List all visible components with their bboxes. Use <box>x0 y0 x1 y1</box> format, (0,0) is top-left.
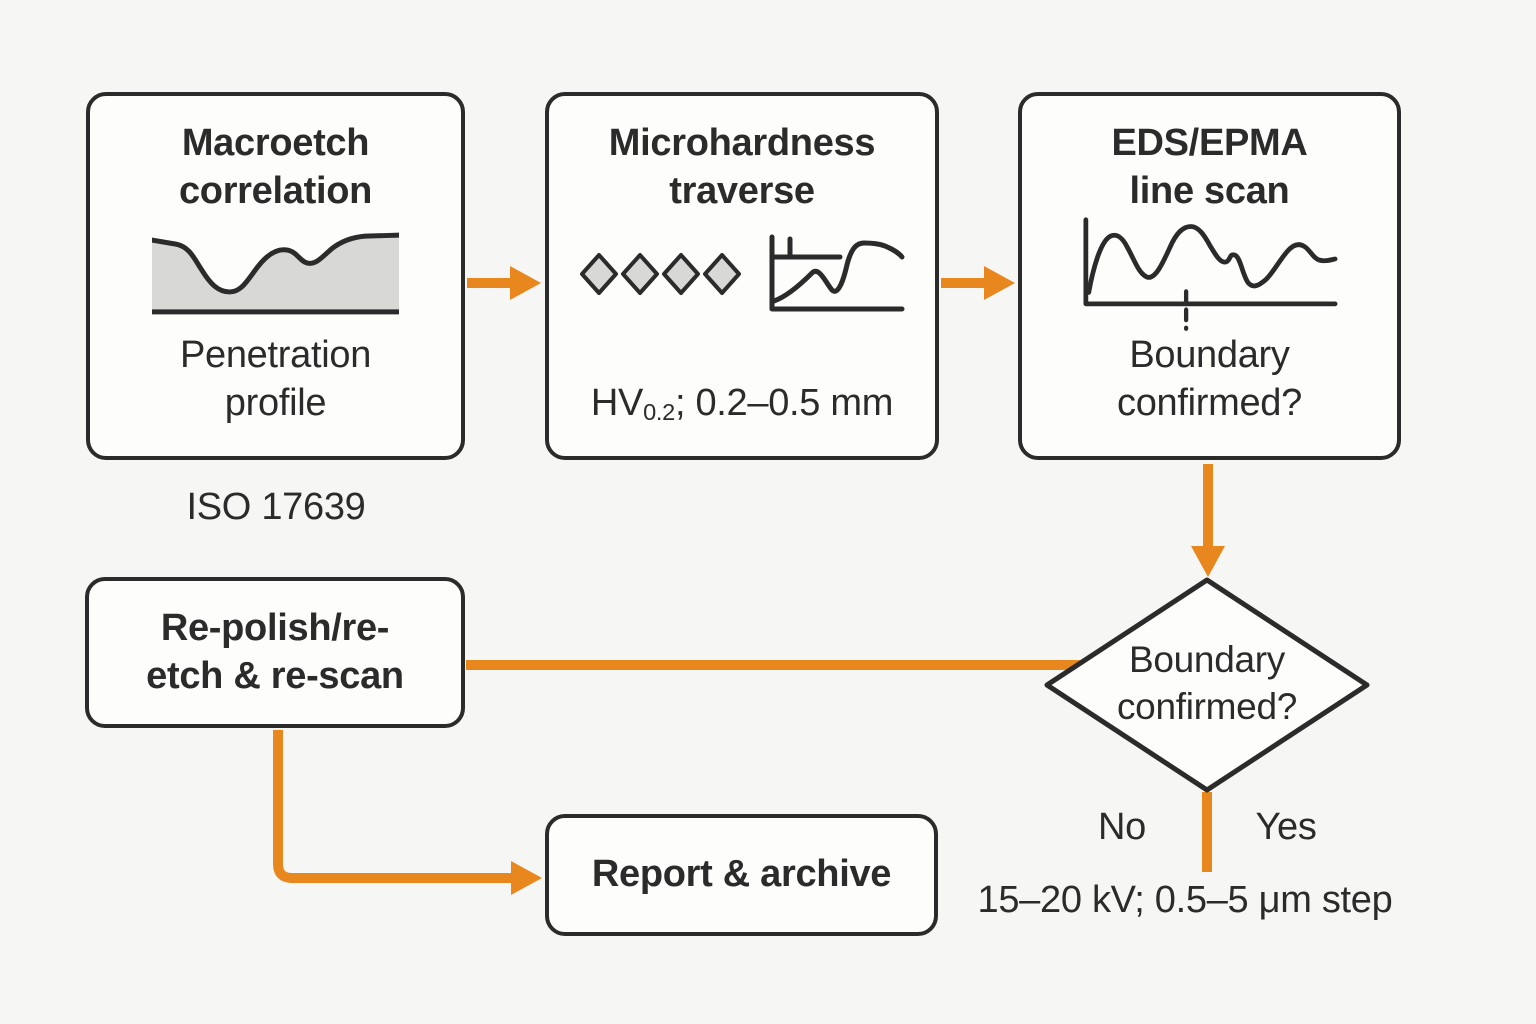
arrowhead-microhardness-to-eds <box>984 266 1015 300</box>
arrowhead-eds-to-decision <box>1191 546 1225 577</box>
line-scan-chart-icon <box>1082 217 1337 331</box>
node-report-archive: Report & archive <box>545 814 938 936</box>
connector-repolish-to-report <box>273 730 513 883</box>
node-microhardness-traverse: Microhardness traverse HV0.2; 0.2–0.5 mm <box>545 92 939 460</box>
iso-standard-note: ISO 17639 <box>186 486 366 528</box>
decision-branch-no-label: No <box>1098 806 1146 848</box>
hv-subscript: 0.2 <box>643 399 675 426</box>
decision-boundary-confirmed-label: Boundary confirmed? <box>1116 639 1298 727</box>
decision-branch-yes-label: Yes <box>1255 806 1317 848</box>
decision-diamond-shape <box>1044 577 1370 793</box>
microhardness-title: Microhardness traverse <box>608 122 876 212</box>
scan-parameters-note: 15–20 kV; 0.5–5 μm step <box>977 879 1393 921</box>
hv-suffix: ; 0.2–0.5 mm <box>674 382 894 425</box>
indenter-diamonds-icon <box>579 253 741 295</box>
macroetch-title: Macroetch correlation <box>178 122 373 212</box>
microhardness-icon-row <box>579 233 906 315</box>
eds-caption: Boundary confirmed? <box>1117 334 1302 425</box>
repolish-title: Re-polish/re- etch & re-scan <box>146 606 404 697</box>
hv-prefix: HV <box>590 382 644 425</box>
penetration-profile-icon <box>152 232 399 315</box>
eds-title: EDS/EPMA line scan <box>1111 122 1308 212</box>
node-repolish-reetch-rescan: Re-polish/re- etch & re-scan <box>85 577 465 728</box>
arrowhead-repolish-to-report <box>511 861 542 895</box>
macroetch-caption: Penetration profile <box>179 334 372 425</box>
report-title: Report & archive <box>591 853 892 896</box>
hardness-profile-chart-icon <box>769 234 904 312</box>
microhardness-caption: HV0.2; 0.2–0.5 mm <box>590 332 894 428</box>
arrowhead-macroetch-to-microhardness <box>510 266 541 300</box>
node-eds-epma-line-scan: EDS/EPMA line scan Boundary confirmed? <box>1018 92 1401 460</box>
node-macroetch-correlation: Macroetch correlation Penetration profil… <box>86 92 465 460</box>
